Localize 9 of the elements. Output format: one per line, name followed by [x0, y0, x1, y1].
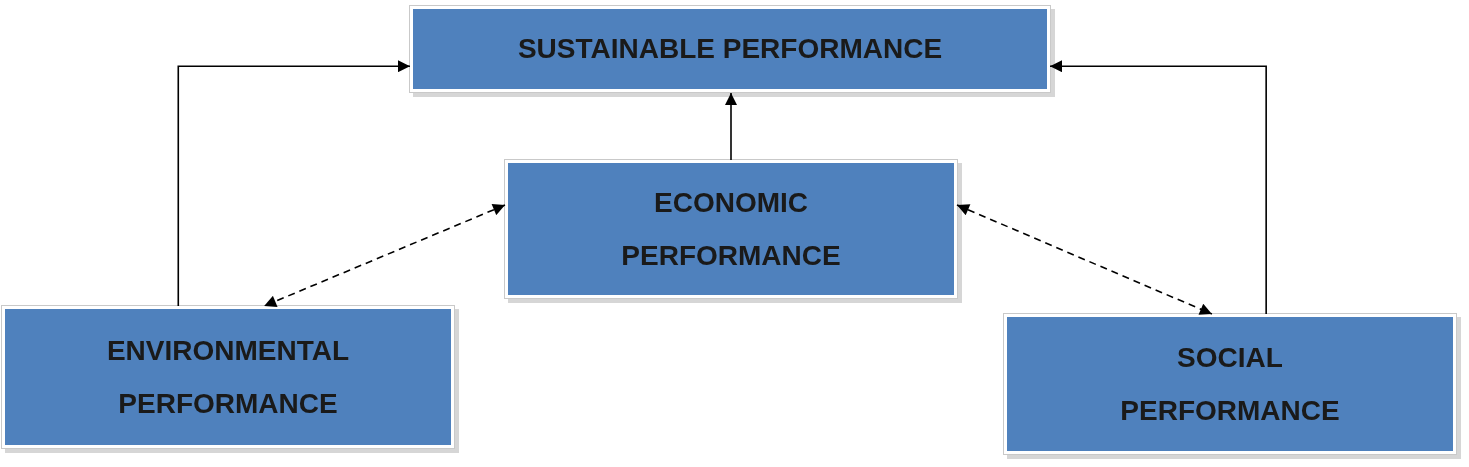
box-label: ENVIRONMENTAL PERFORMANCE: [105, 333, 351, 421]
box-label: SOCIAL PERFORMANCE: [1119, 340, 1341, 428]
arrow: [177, 60, 411, 307]
arrow: [1049, 60, 1267, 315]
box-label: ECONOMIC PERFORMANCE: [620, 185, 842, 273]
dashed-double-arrow: [956, 204, 1213, 315]
box-label: SUSTAINABLE PERFORMANCE: [517, 32, 943, 67]
dashed-double-arrow: [263, 204, 506, 307]
arrow: [725, 92, 737, 161]
